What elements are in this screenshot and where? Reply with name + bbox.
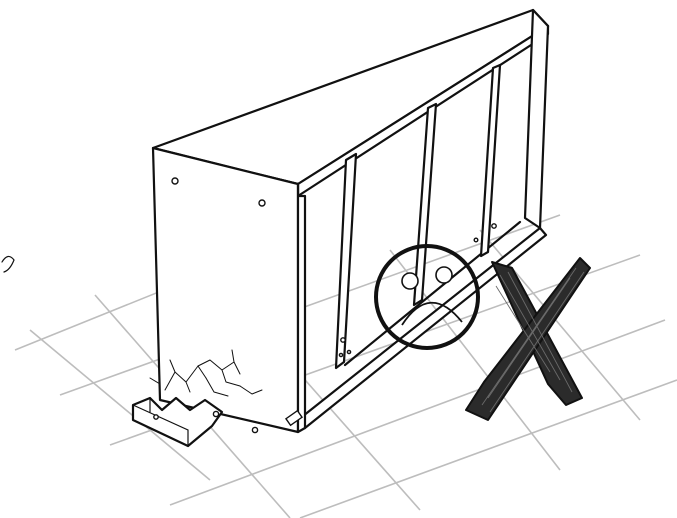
screw-hole <box>171 177 179 185</box>
screw-hole <box>340 337 346 343</box>
left-side-panel-edge <box>296 182 307 434</box>
screw-hole <box>251 426 259 434</box>
broken-chunk <box>131 396 224 448</box>
sad-face-icon <box>374 244 480 350</box>
bottom-back-edge <box>343 220 522 367</box>
screw-hole <box>491 223 497 229</box>
broken-corner-icon <box>131 349 263 448</box>
screw-hole <box>473 237 479 243</box>
shelf-frame <box>151 8 550 434</box>
divider-2 <box>412 102 438 307</box>
screw-hole <box>346 349 352 355</box>
scribble-mark <box>1 255 15 273</box>
divider-3 <box>479 63 502 258</box>
screw-hole <box>258 199 266 207</box>
screw-hole <box>338 352 344 358</box>
divider-1 <box>334 152 358 370</box>
x-mark-icon <box>465 257 591 421</box>
bottom-fitting <box>284 409 304 427</box>
left-side-panel <box>151 146 300 434</box>
